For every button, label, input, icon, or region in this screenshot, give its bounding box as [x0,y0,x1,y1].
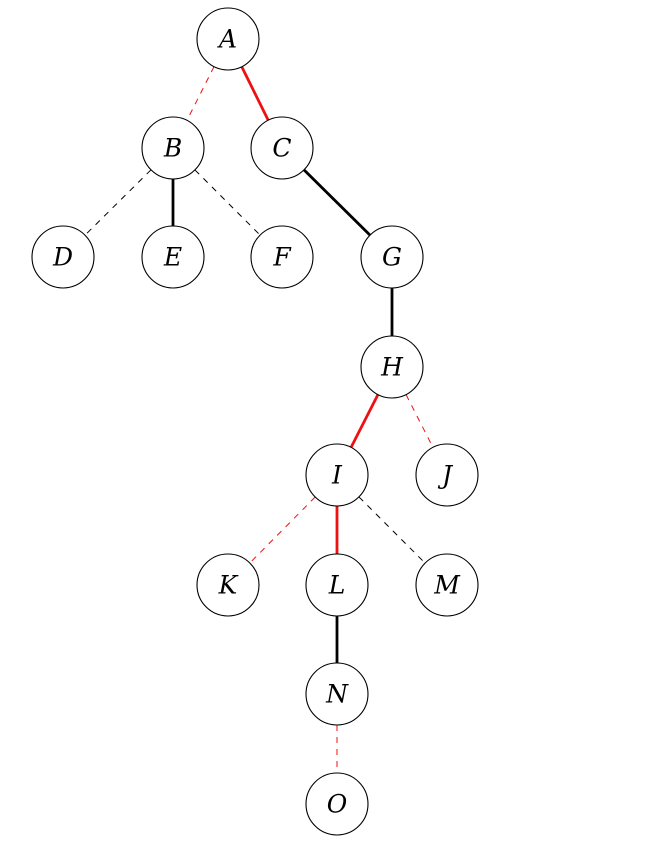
node-label: H [380,353,404,382]
node-circle [305,443,369,507]
edge-layer [84,66,434,773]
edge-h-i [349,393,380,449]
edge-b-d [84,169,152,236]
node-circle [141,116,205,180]
node-label: I [331,461,343,490]
node-label: G [382,243,402,272]
node-i: I [305,443,369,507]
node-circle [196,7,260,71]
node-label: N [325,680,349,709]
node-label: J [437,461,454,490]
node-j: J [415,443,479,507]
node-circle [305,553,369,617]
node-e: E [141,225,205,289]
node-circle [360,225,424,289]
node-a: A [196,7,260,71]
node-d: D [31,225,95,289]
node-circle [250,116,314,180]
node-l: L [305,553,369,617]
node-label: L [328,571,346,600]
node-label: O [327,790,348,819]
edge-a-c [240,66,270,121]
node-label: M [433,571,461,600]
node-label: D [52,243,73,272]
node-f: F [250,225,314,289]
node-circle [141,225,205,289]
edge-c-g [303,168,371,237]
node-h: H [360,335,424,399]
node-k: K [196,553,260,617]
node-label: K [218,571,239,600]
node-circle [305,772,369,836]
node-circle [360,335,424,399]
node-b: B [141,116,205,180]
node-circle [305,662,369,726]
node-label: C [272,134,291,163]
node-circle [415,553,479,617]
node-circle [250,225,314,289]
node-layer: A B C D E F G H I J K L M N O [31,7,479,836]
node-o: O [305,772,369,836]
node-n: N [305,662,369,726]
node-label: E [163,243,182,272]
node-circle [31,225,95,289]
node-circle [415,443,479,507]
edge-h-j [405,394,434,448]
node-circle [196,553,260,617]
edge-i-m [358,496,426,564]
node-c: C [250,116,314,180]
node-label: A [217,25,237,54]
node-label: F [272,243,292,272]
edge-a-b [186,66,215,121]
edge-i-k [249,496,316,564]
edge-b-f [194,169,261,236]
node-m: M [415,553,479,617]
node-g: G [360,225,424,289]
node-label: B [163,134,182,163]
